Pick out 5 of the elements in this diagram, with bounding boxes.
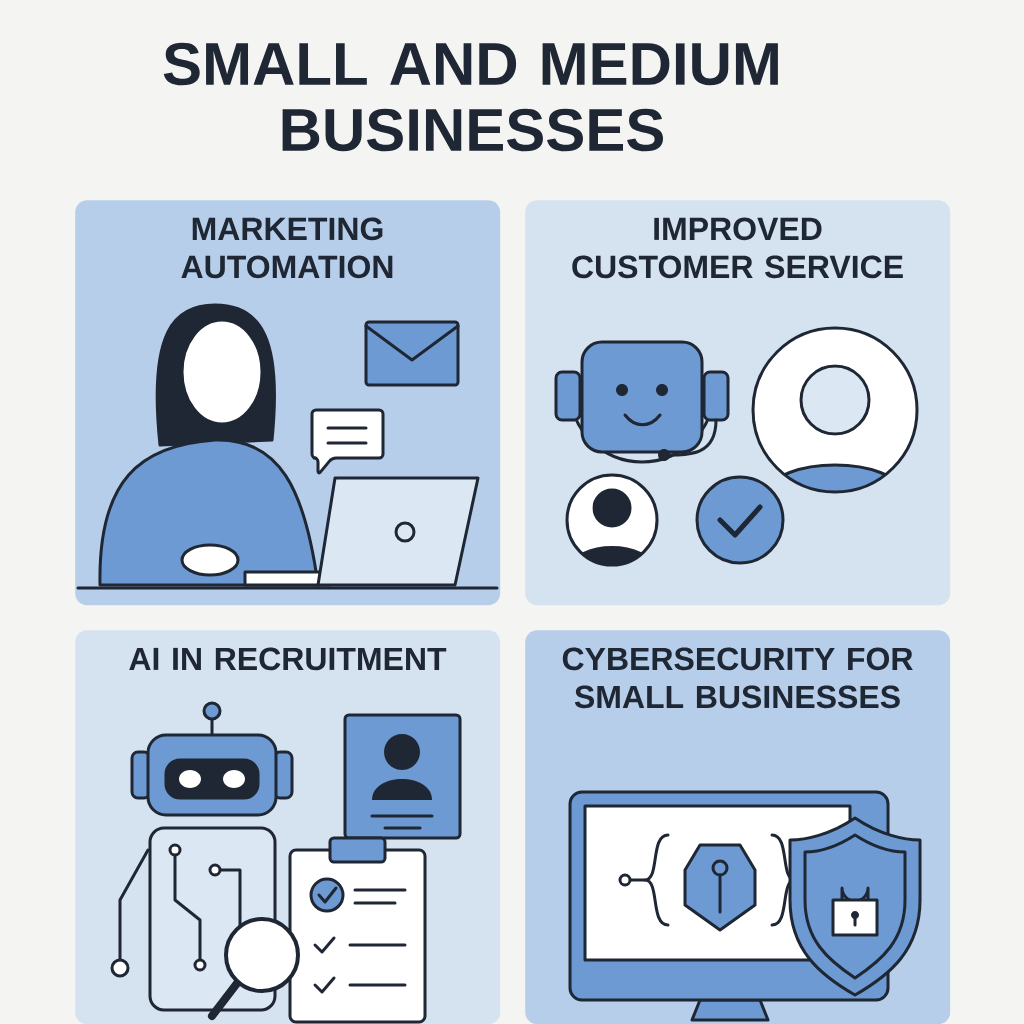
- panel-heading: IMPROVED CUSTOMER SERVICE: [572, 217, 903, 279]
- title: SMALL AND MEDIUM BUSINESSES: [163, 42, 778, 152]
- panel-heading: AI IN RECRUITMENT: [129, 647, 447, 671]
- panel-heading: CYBERSECURITY FOR SMALL BUSINESSES: [562, 647, 913, 709]
- panel-heading: MARKETING AUTOMATION: [181, 217, 393, 279]
